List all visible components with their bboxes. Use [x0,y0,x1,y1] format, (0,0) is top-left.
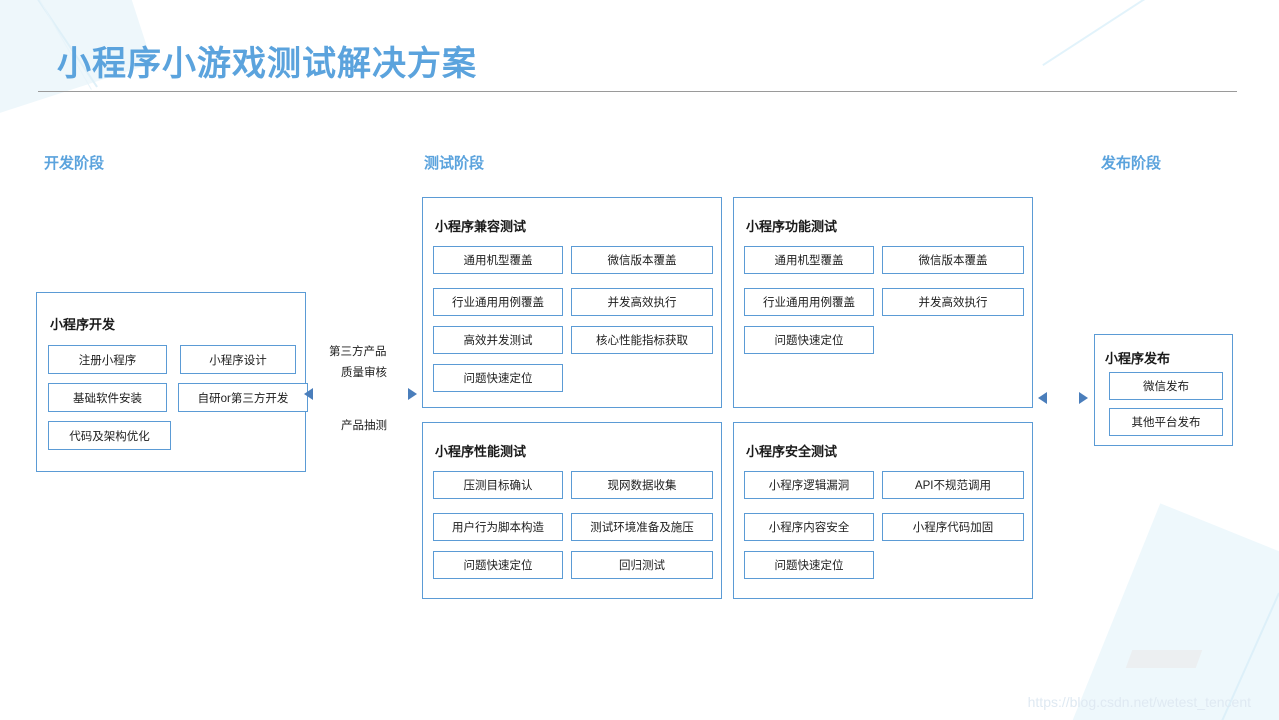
compatibility-item-issue-locate[interactable]: 问题快速定位 [433,364,563,392]
arrow-left-icon-test [1038,392,1047,404]
release-card-title: 小程序发布 [1105,351,1171,366]
development-item-software-install[interactable]: 基础软件安装 [48,383,167,412]
development-item-design[interactable]: 小程序设计 [180,345,296,374]
arrow-right-icon-test [408,388,417,400]
performance-item-behavior-script[interactable]: 用户行为脚本构造 [433,513,563,541]
compatibility-item-core-metrics[interactable]: 核心性能指标获取 [571,326,713,354]
connector-text-line-3: 产品抽测 [341,420,387,432]
compatibility-item-industry-cases[interactable]: 行业通用用例覆盖 [433,288,563,316]
functional-test-title: 小程序功能测试 [746,219,838,234]
decoration-bottom-right-shape [1036,503,1279,720]
compatibility-test-title: 小程序兼容测试 [435,219,527,234]
performance-item-issue-locate[interactable]: 问题快速定位 [433,551,563,579]
page-title: 小程序小游戏测试解决方案 [57,45,477,83]
performance-item-regression[interactable]: 回归测试 [571,551,713,579]
release-card[interactable]: 小程序发布 微信发布 其他平台发布 [1094,334,1233,446]
security-test-title: 小程序安全测试 [746,444,838,459]
development-item-register[interactable]: 注册小程序 [48,345,167,374]
compatibility-test-card[interactable]: 小程序兼容测试 通用机型覆盖 行业通用用例覆盖 高效并发测试 问题快速定位 微信… [422,197,722,408]
security-item-issue-locate[interactable]: 问题快速定位 [744,551,874,579]
title-divider [38,91,1237,92]
functional-test-card[interactable]: 小程序功能测试 通用机型覆盖 行业通用用例覆盖 问题快速定位 微信版本覆盖 并发… [733,197,1033,408]
security-item-code-harden[interactable]: 小程序代码加固 [882,513,1024,541]
functional-item-parallel-exec[interactable]: 并发高效执行 [882,288,1024,316]
decoration-top-right-line [1042,0,1279,67]
phase-label-testing: 测试阶段 [424,155,485,172]
performance-test-title: 小程序性能测试 [435,444,527,459]
phase-label-release: 发布阶段 [1101,155,1162,172]
connector-text-line-1: 第三方产品 [329,346,387,358]
development-item-thirdparty-dev[interactable]: 自研or第三方开发 [178,383,308,412]
performance-item-env-prepare[interactable]: 测试环境准备及施压 [571,513,713,541]
security-item-content-safety[interactable]: 小程序内容安全 [744,513,874,541]
arrow-right-icon-release [1079,392,1088,404]
performance-test-card[interactable]: 小程序性能测试 压测目标确认 用户行为脚本构造 问题快速定位 现网数据收集 测试… [422,422,722,599]
compatibility-item-parallel-exec[interactable]: 并发高效执行 [571,288,713,316]
watermark-url: https://blog.csdn.net/wetest_tencent [1027,694,1251,710]
compatibility-item-wechat-version[interactable]: 微信版本覆盖 [571,246,713,274]
functional-item-issue-locate[interactable]: 问题快速定位 [744,326,874,354]
release-item-wechat[interactable]: 微信发布 [1109,372,1223,400]
security-item-logic-flaw[interactable]: 小程序逻辑漏洞 [744,471,874,499]
connector-text-line-2: 质量审核 [341,367,387,379]
security-test-card[interactable]: 小程序安全测试 小程序逻辑漏洞 小程序内容安全 问题快速定位 API不规范调用 … [733,422,1033,599]
compatibility-item-device-coverage[interactable]: 通用机型覆盖 [433,246,563,274]
functional-item-device-coverage[interactable]: 通用机型覆盖 [744,246,874,274]
functional-item-wechat-version[interactable]: 微信版本覆盖 [882,246,1024,274]
phase-label-development: 开发阶段 [44,155,105,172]
development-card-title: 小程序开发 [50,317,116,332]
compatibility-item-concurrent-test[interactable]: 高效并发测试 [433,326,563,354]
performance-item-live-data[interactable]: 现网数据收集 [571,471,713,499]
development-card[interactable]: 小程序开发 注册小程序 小程序设计 基础软件安装 自研or第三方开发 代码及架构… [36,292,308,472]
arrow-left-icon-dev [304,388,313,400]
decoration-bottom-right-parallelogram [1125,650,1203,668]
performance-item-target-confirm[interactable]: 压测目标确认 [433,471,563,499]
development-item-code-optimize[interactable]: 代码及架构优化 [48,421,171,450]
functional-item-industry-cases[interactable]: 行业通用用例覆盖 [744,288,874,316]
release-item-other-platform[interactable]: 其他平台发布 [1109,408,1223,436]
security-item-api-misuse[interactable]: API不规范调用 [882,471,1024,499]
